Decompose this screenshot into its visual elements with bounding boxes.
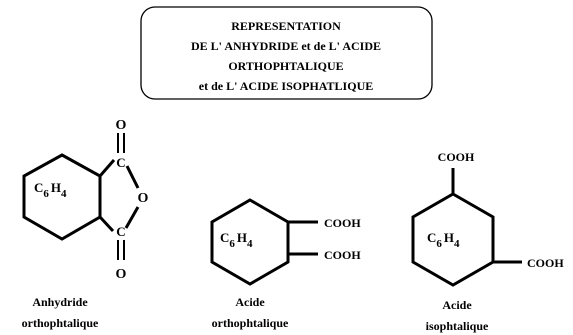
anhydride-oxygen-top: O xyxy=(116,118,127,133)
anhydride-bond-o-c-bottom xyxy=(124,206,140,229)
anhydride-caption-line-1: Anhydride xyxy=(32,295,88,309)
anhydride-bond-ring-c-top xyxy=(98,159,116,177)
title-line-3: ORTHOPHTALIQUE xyxy=(228,59,343,73)
ortho-acid-caption-line-2: orthophtalique xyxy=(212,316,289,330)
iso-acid-caption-line-2: isophtalique xyxy=(426,319,489,333)
iso-acid-benzene-ring xyxy=(411,192,495,287)
anhydride-carbon-bottom: C xyxy=(116,224,125,239)
title-line-4: et de L' ACIDE ISOPHATLIQUE xyxy=(199,79,373,93)
iso-acid-cooh-top: COOH xyxy=(438,150,475,164)
anhydride-bond-c-top-o xyxy=(125,165,140,189)
title-box xyxy=(140,6,433,100)
anhydride-carbon-top: C xyxy=(116,155,125,170)
anhydride-oxygen-bottom: O xyxy=(116,267,127,282)
iso-acid-caption-line-1: Acide xyxy=(442,298,472,312)
ortho-acid-caption-line-1: Acide xyxy=(235,295,265,309)
iso-acid-cooh-right: COOH xyxy=(527,256,564,270)
title-line-2: DE L' ANHYDRIDE et de L' ACIDE xyxy=(191,39,381,53)
anhydride-bond-ring-c-bottom xyxy=(98,215,115,233)
ortho-acid-cooh-bottom: COOH xyxy=(324,248,361,262)
anhydride-oxygen-ring: O xyxy=(138,191,149,206)
ortho-acid-cooh-top: COOH xyxy=(324,216,361,230)
anhydride-caption-line-2: orthophtalique xyxy=(22,316,99,330)
title-line-1: REPRESENTATION xyxy=(231,19,341,33)
